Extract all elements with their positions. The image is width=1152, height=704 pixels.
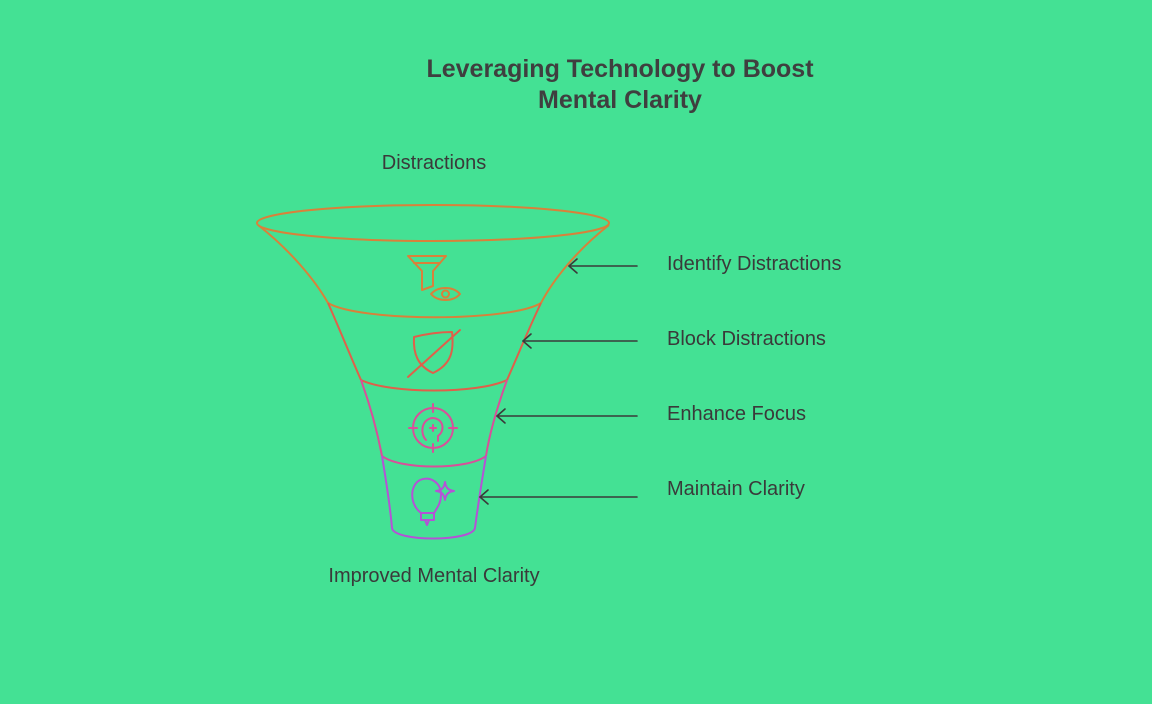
- funnel-divider-2: [360, 379, 508, 392]
- title-line-2: Mental Clarity: [538, 86, 702, 114]
- funnel-wall-right-1: [540, 224, 610, 304]
- title-line-1: Leveraging Technology to Boost: [426, 55, 814, 83]
- funnel-wall-left-2: [327, 302, 362, 381]
- step-label-block: Block Distractions: [667, 328, 826, 350]
- arrow-identify: [568, 258, 638, 274]
- arrow-maintain: [479, 489, 638, 505]
- arrow-block: [522, 333, 638, 349]
- funnel-wall-left-1: [257, 224, 329, 304]
- funnel-section-maintain: [381, 455, 487, 540]
- diagram-title: Leveraging Technology to Boost Mental Cl…: [360, 54, 880, 116]
- funnel-wall-right-3: [485, 379, 508, 457]
- step-label-identify: Identify Distractions: [667, 253, 842, 275]
- funnel-input-label: Distractions: [381, 152, 487, 174]
- funnel-divider-1: [327, 302, 542, 319]
- step-label-enhance: Enhance Focus: [667, 403, 806, 425]
- step-label-maintain: Maintain Clarity: [667, 478, 805, 500]
- funnel-bottom: [381, 455, 487, 540]
- funnel-wall-right-2: [506, 302, 542, 381]
- funnel-section-identify: [256, 204, 610, 319]
- lightbulb-sparkle-icon: [411, 477, 455, 526]
- target-head-icon: [408, 403, 458, 453]
- step-arrows: [479, 258, 638, 505]
- shield-slash-icon: [407, 329, 461, 378]
- funnel-divider-3: [381, 455, 487, 468]
- funnel-rim: [256, 204, 610, 242]
- funnel-section-enhance: [360, 379, 508, 468]
- funnel-output-label: Improved Mental Clarity: [328, 565, 540, 587]
- funnel-wall-left-3: [360, 379, 383, 457]
- funnel-eye-icon: [407, 255, 461, 301]
- funnel-section-block: [327, 302, 542, 392]
- arrow-enhance: [496, 408, 638, 424]
